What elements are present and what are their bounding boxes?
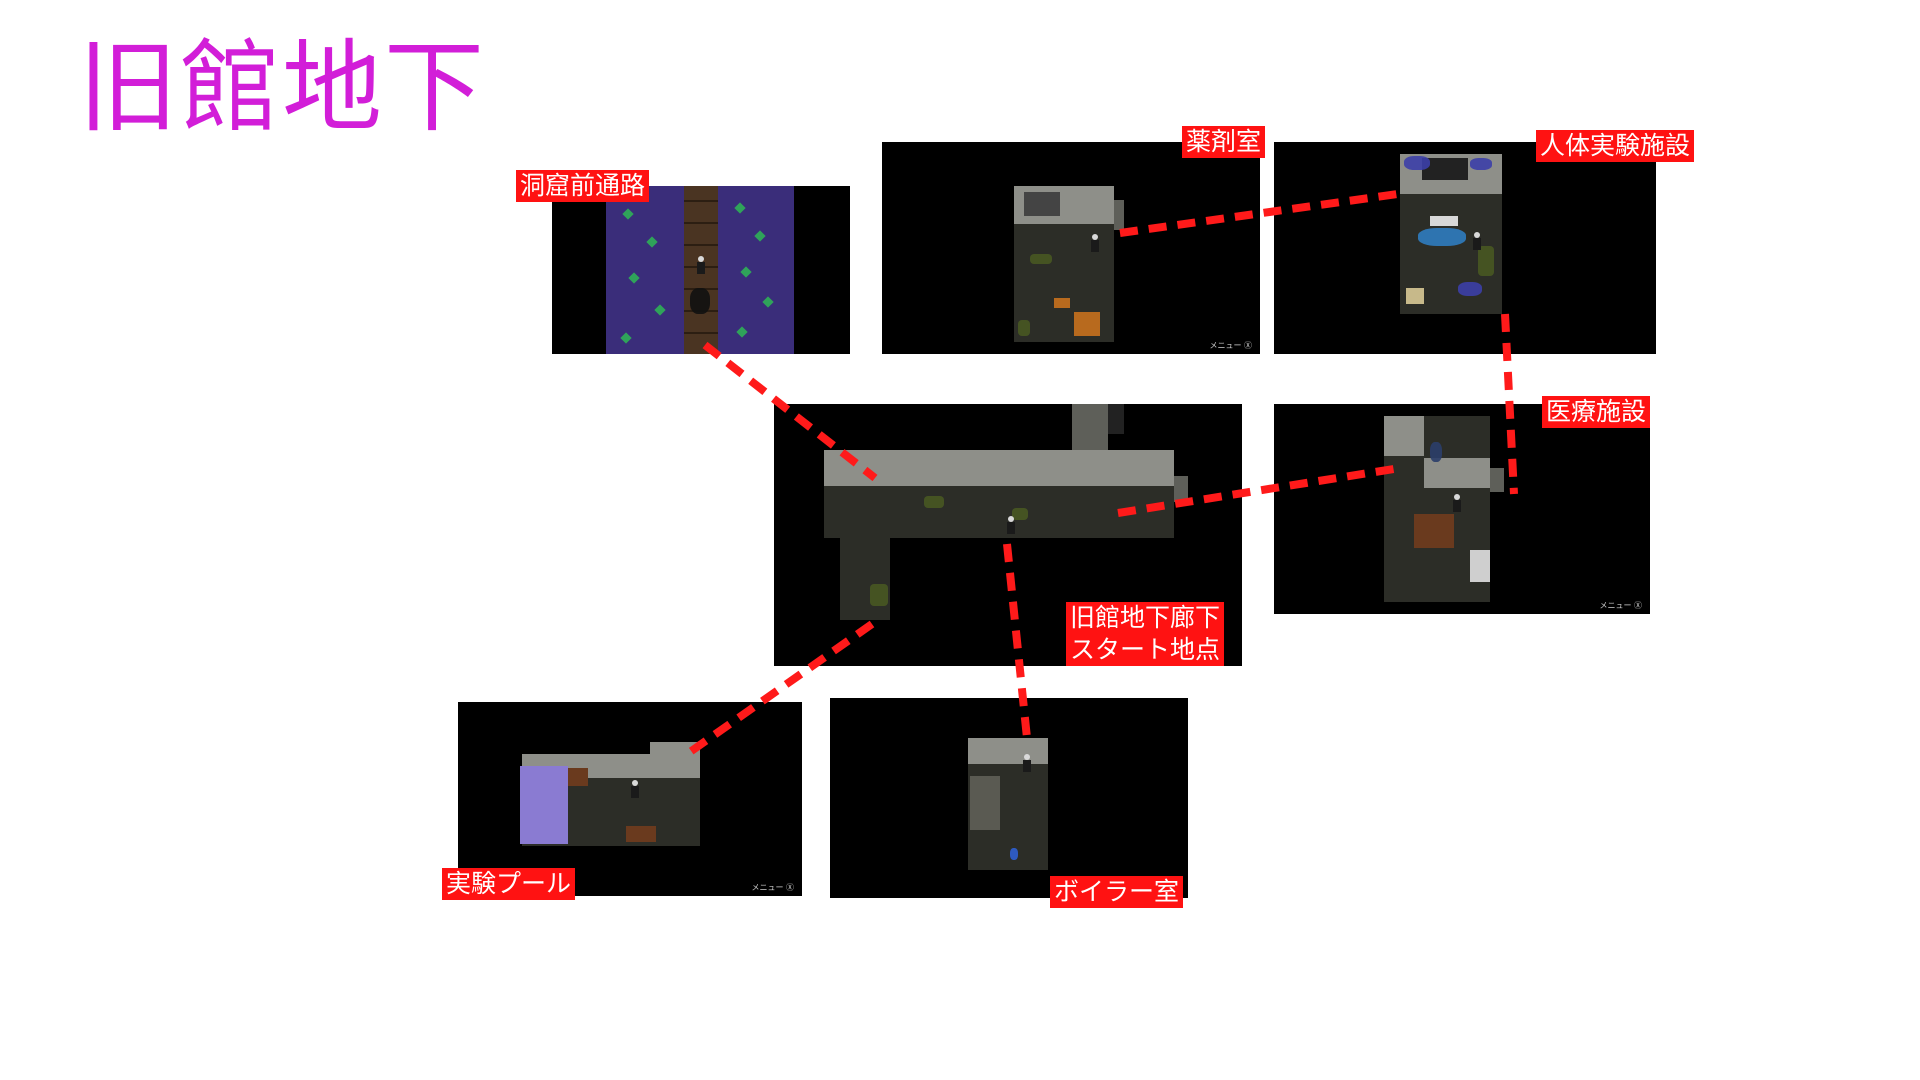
medical-screenshot: メニュー Ⓧ (1274, 404, 1650, 614)
label-corridor-line1: 旧館地下廊下 (1070, 603, 1221, 632)
menu-hint: メニュー Ⓧ (1209, 341, 1252, 350)
player-character (1090, 234, 1100, 252)
shelves (1414, 514, 1454, 548)
player-character (696, 256, 706, 274)
label-corridor: 旧館地下廊下 スタート地点 (1066, 602, 1225, 666)
player-character (1452, 494, 1462, 512)
pool-screenshot: メニュー Ⓧ (458, 702, 802, 896)
dark-figure (690, 288, 710, 314)
menu-hint: メニュー Ⓧ (1599, 601, 1642, 610)
player-character (630, 780, 640, 798)
label-corridor-line2: スタート地点 (1070, 635, 1221, 664)
player-character (1006, 516, 1016, 534)
player-character (1472, 232, 1482, 250)
water-right (712, 186, 794, 354)
menu-hint: メニュー Ⓧ (751, 883, 794, 892)
drug-room-screenshot: メニュー Ⓧ (882, 142, 1260, 354)
label-medical: 医療施設 (1542, 396, 1651, 428)
label-cave-passage: 洞窟前通路 (516, 170, 650, 202)
staircase (1072, 404, 1108, 458)
water-tank (520, 766, 568, 844)
label-human-experiment: 人体実験施設 (1536, 130, 1695, 162)
label-drug-room: 薬剤室 (1182, 126, 1266, 158)
cave-passage-screenshot (552, 186, 850, 354)
label-boiler: ボイラー室 (1050, 876, 1184, 908)
boiler-machinery (970, 776, 1000, 830)
label-pool: 実験プール (442, 868, 576, 900)
page-title: 旧館地下 (78, 29, 486, 146)
orange-crates (1054, 298, 1070, 308)
human-experiment-screenshot (1274, 142, 1656, 354)
boiler-screenshot (830, 698, 1188, 898)
player-character (1022, 754, 1032, 772)
